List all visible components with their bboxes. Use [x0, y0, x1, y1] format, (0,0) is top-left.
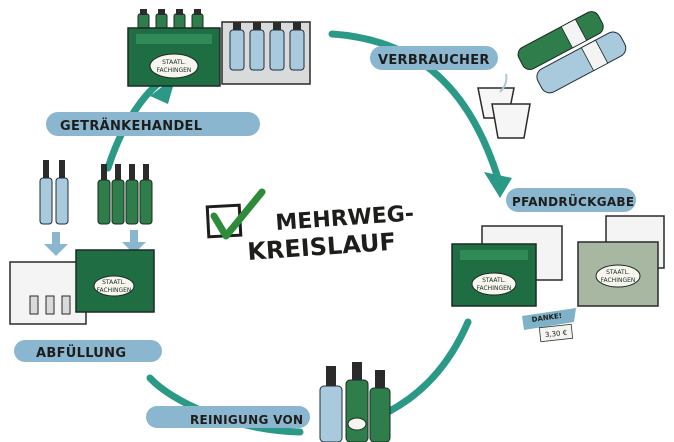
crate-brand-oval-top: [149, 53, 199, 79]
deposit-tag: DANKE! 3,30 €: [522, 308, 576, 343]
cup-front-icon: [491, 103, 531, 139]
bottle-green-cleaning-1: [345, 379, 369, 442]
crate-brand-oval-return: [471, 272, 517, 296]
banner-verbraucher: [370, 46, 498, 70]
bottles-filling-clear: [39, 160, 69, 225]
label-reinigung: REINIGUNG VON: [190, 413, 303, 427]
fill-arrow-left-icon: [44, 232, 68, 256]
bottle-clear-pour: [536, 31, 627, 94]
crate-brand-return-1: STAATL.: [482, 277, 506, 284]
bottle-green-pour: [517, 11, 604, 70]
checkmark-icon: [210, 188, 266, 240]
title-line-2: KREISLAUF: [246, 228, 396, 266]
crates-top: STAATL. FACHINGEN: [127, 9, 311, 87]
arc-right-bottom: [384, 318, 472, 416]
filling-station: STAATL. FACHINGEN: [9, 160, 155, 325]
crate-brand-oval-filling: [93, 275, 135, 297]
center-title: MEHRWEG- KREISLAUF: [205, 188, 415, 266]
banner-abfuellung: [14, 340, 162, 362]
banner-reinigung: [146, 406, 310, 428]
crate-brand-sage-1: STAATL.: [606, 269, 630, 276]
crate-brand-oval-sage: [595, 264, 641, 288]
banner-getraenkehandel: [46, 112, 260, 136]
crate-brand-filling-1: STAATL.: [102, 279, 126, 286]
station-labels: VERBRAUCHER PFANDRÜCKGABE REINIGUNG VON …: [14, 46, 636, 428]
arc-top-right: [328, 30, 502, 182]
bottles-filling-green: [97, 164, 153, 225]
label-pfandrueckgabe: PFANDRÜCKGABE: [512, 194, 634, 209]
crate-brand-filling-2: FACHINGEN: [97, 287, 132, 294]
crates-return: STAATL. FACHINGEN STAATL. FACHINGEN DANK…: [451, 215, 665, 343]
deposit-amount: 3,30 €: [545, 329, 568, 339]
bottles-top-clear: [229, 22, 305, 71]
crate-brand-top-2: FACHINGEN: [157, 67, 192, 74]
crate-brand-return-2: FACHINGEN: [477, 285, 512, 292]
deposit-price-tag: [538, 323, 574, 343]
fill-arrow-right-icon: [122, 230, 146, 254]
crate-brand-sage-2: FACHINGEN: [601, 277, 636, 284]
crate-brand-top-1: STAATL.: [162, 59, 186, 66]
bottle-clear-cleaning: [319, 385, 343, 442]
crate-empty-filling: [9, 261, 87, 325]
label-getraenkehandel: GETRÄNKEHANDEL: [60, 118, 202, 134]
consumer-illustration: [477, 11, 627, 139]
banner-pfandrueckgabe: [506, 188, 636, 212]
label-abfuellung: ABFÜLLUNG: [36, 345, 126, 361]
label-verbraucher: VERBRAUCHER: [378, 53, 490, 68]
bottles-cleaning: [319, 362, 391, 442]
bottle-green-cleaning-2: [369, 387, 391, 442]
arrowhead-pfand: [484, 172, 512, 198]
